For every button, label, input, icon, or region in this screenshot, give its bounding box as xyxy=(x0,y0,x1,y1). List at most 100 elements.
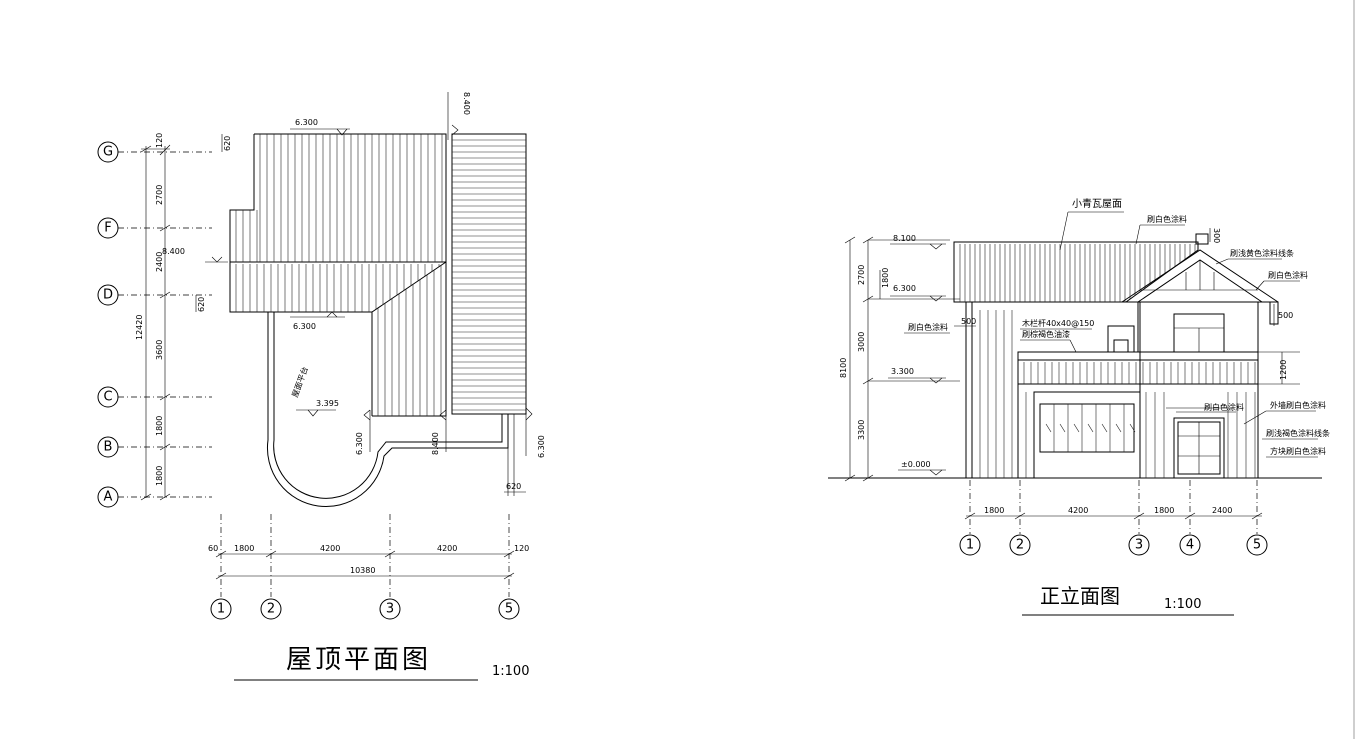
col-axis-5: 5 xyxy=(498,598,520,620)
svg-text:8.400: 8.400 xyxy=(462,92,471,115)
svg-text:3.300: 3.300 xyxy=(891,367,914,376)
svg-text:1800: 1800 xyxy=(1154,506,1174,515)
svg-text:刷浅褐色涂料线条: 刷浅褐色涂料线条 xyxy=(1266,428,1330,438)
svg-text:1800: 1800 xyxy=(155,466,164,486)
svg-text:120: 120 xyxy=(514,544,529,553)
svg-text:1: 1 xyxy=(217,602,225,617)
svg-text:方块刷白色涂料: 方块刷白色涂料 xyxy=(1270,446,1326,456)
svg-text:6.300: 6.300 xyxy=(295,118,318,127)
svg-text:刷浅黄色涂料线条: 刷浅黄色涂料线条 xyxy=(1230,248,1294,258)
svg-text:3000: 3000 xyxy=(857,332,866,352)
svg-text:300: 300 xyxy=(1212,228,1221,243)
svg-text:500: 500 xyxy=(1278,311,1293,320)
svg-text:C: C xyxy=(103,390,112,405)
svg-text:刷白色涂料: 刷白色涂料 xyxy=(908,322,948,332)
svg-text:1800: 1800 xyxy=(984,506,1004,515)
front-door-frame xyxy=(1173,417,1225,479)
railing-bars xyxy=(1023,362,1256,384)
svg-text:8.100: 8.100 xyxy=(893,234,916,243)
svg-text:3600: 3600 xyxy=(155,340,164,360)
svg-text:刷白色涂料: 刷白色涂料 xyxy=(1204,402,1244,412)
row-axis-B: B xyxy=(97,436,212,458)
roof-plan: G F D C B A xyxy=(97,92,546,681)
elev-col-axis-4: 4 xyxy=(1179,534,1201,556)
svg-text:1800: 1800 xyxy=(234,544,254,553)
svg-text:外墙刷白色涂料: 外墙刷白色涂料 xyxy=(1270,400,1326,410)
roof-hatch-middle xyxy=(377,265,442,416)
roof-elevation-marks: 6.300 8.400 8.400 6.300 3.395 6.300 8.40… xyxy=(162,92,546,493)
svg-text:8100: 8100 xyxy=(839,358,848,378)
svg-text:500: 500 xyxy=(961,317,976,326)
front-elevation-scale: 1:100 xyxy=(1164,597,1201,612)
roof-plan-column-axes: 60 1800 4200 4200 120 10380 1 2 3 5 xyxy=(208,514,529,620)
svg-text:2700: 2700 xyxy=(857,265,866,285)
svg-text:4: 4 xyxy=(1186,538,1194,553)
lower-window-panes xyxy=(1045,404,1136,452)
row-dimension-chain: 120 2700 2400 3600 1800 1800 12420 xyxy=(135,133,171,501)
svg-text:3300: 3300 xyxy=(857,420,866,440)
row-axis-F: F xyxy=(97,217,212,239)
svg-text:8.400: 8.400 xyxy=(431,432,440,455)
elev-col-axis-5: 5 xyxy=(1246,534,1268,556)
svg-text:刷棕褐色油漆: 刷棕褐色油漆 xyxy=(1022,329,1070,339)
roof-hatch-upper xyxy=(235,134,443,312)
svg-text:120: 120 xyxy=(155,133,164,148)
svg-text:A: A xyxy=(104,490,113,505)
svg-text:2: 2 xyxy=(1016,538,1024,553)
main-roof-hatch xyxy=(959,244,1196,302)
row-axis-D: D xyxy=(97,284,212,306)
upper-small-window xyxy=(1107,325,1135,353)
row-axis-A: A xyxy=(97,486,212,508)
elev-col-axis-1: 1 xyxy=(959,534,981,556)
roof-outline xyxy=(229,133,527,417)
svg-text:6.300: 6.300 xyxy=(537,435,546,458)
elevation-level-marks: 8.100 6.300 3.300 ±0.000 xyxy=(888,234,946,476)
svg-text:6.300: 6.300 xyxy=(893,284,916,293)
roof-hatch-right xyxy=(452,139,526,411)
svg-text:F: F xyxy=(104,221,111,236)
svg-text:D: D xyxy=(103,288,113,303)
svg-text:2: 2 xyxy=(267,602,275,617)
svg-text:6.300: 6.300 xyxy=(293,322,316,331)
svg-text:620: 620 xyxy=(506,482,521,491)
col-axis-3: 3 xyxy=(379,598,401,620)
svg-text:4200: 4200 xyxy=(320,544,340,553)
svg-text:10380: 10380 xyxy=(350,566,375,575)
svg-text:60: 60 xyxy=(208,544,218,553)
svg-text:1800: 1800 xyxy=(155,416,164,436)
svg-text:2700: 2700 xyxy=(155,185,164,205)
balcony-railing xyxy=(1017,351,1259,385)
svg-text:5: 5 xyxy=(1253,538,1261,553)
svg-text:B: B xyxy=(104,440,113,455)
elevation-column-axes: 1800 4200 1800 2400 1 2 3 4 5 xyxy=(959,480,1268,556)
svg-text:±0.000: ±0.000 xyxy=(901,460,931,469)
main-roof xyxy=(953,241,1199,303)
elevation-annotations: 小青瓦屋面 刷白色涂料 300 刷浅黄色涂料线条 刷白色涂料 500 木栏杆40… xyxy=(904,197,1330,458)
roof-plan-scale: 1:100 xyxy=(492,664,529,679)
front-elevation-title: 正立面图 xyxy=(1040,584,1120,608)
svg-text:1800: 1800 xyxy=(881,268,890,288)
svg-text:2400: 2400 xyxy=(155,252,164,272)
svg-text:4200: 4200 xyxy=(437,544,457,553)
front-elevation: 2700 3000 3300 8100 1800 8.100 6.300 3.3… xyxy=(828,197,1330,616)
svg-text:3.395: 3.395 xyxy=(316,399,339,408)
svg-text:620: 620 xyxy=(223,136,232,151)
svg-text:屋面平台: 屋面平台 xyxy=(289,365,309,398)
elev-col-axis-2: 2 xyxy=(1009,534,1031,556)
svg-text:620: 620 xyxy=(197,297,206,312)
svg-text:1200: 1200 xyxy=(1279,360,1288,380)
row-axis-C: C xyxy=(97,386,212,408)
svg-text:8.400: 8.400 xyxy=(162,247,185,256)
row-axis-G: G xyxy=(97,141,212,163)
svg-text:刷白色涂料: 刷白色涂料 xyxy=(1147,214,1187,224)
svg-text:2400: 2400 xyxy=(1212,506,1232,515)
svg-text:3: 3 xyxy=(1135,538,1143,553)
lower-left-bay xyxy=(1033,391,1141,479)
svg-text:3: 3 xyxy=(386,602,394,617)
elevation-height-dims: 2700 3000 3300 8100 1800 xyxy=(839,236,960,482)
wall-siding xyxy=(979,310,1256,478)
svg-text:刷白色涂料: 刷白色涂料 xyxy=(1268,270,1308,280)
svg-text:小青瓦屋面: 小青瓦屋面 xyxy=(1072,197,1122,210)
col-axis-1: 1 xyxy=(210,598,232,620)
